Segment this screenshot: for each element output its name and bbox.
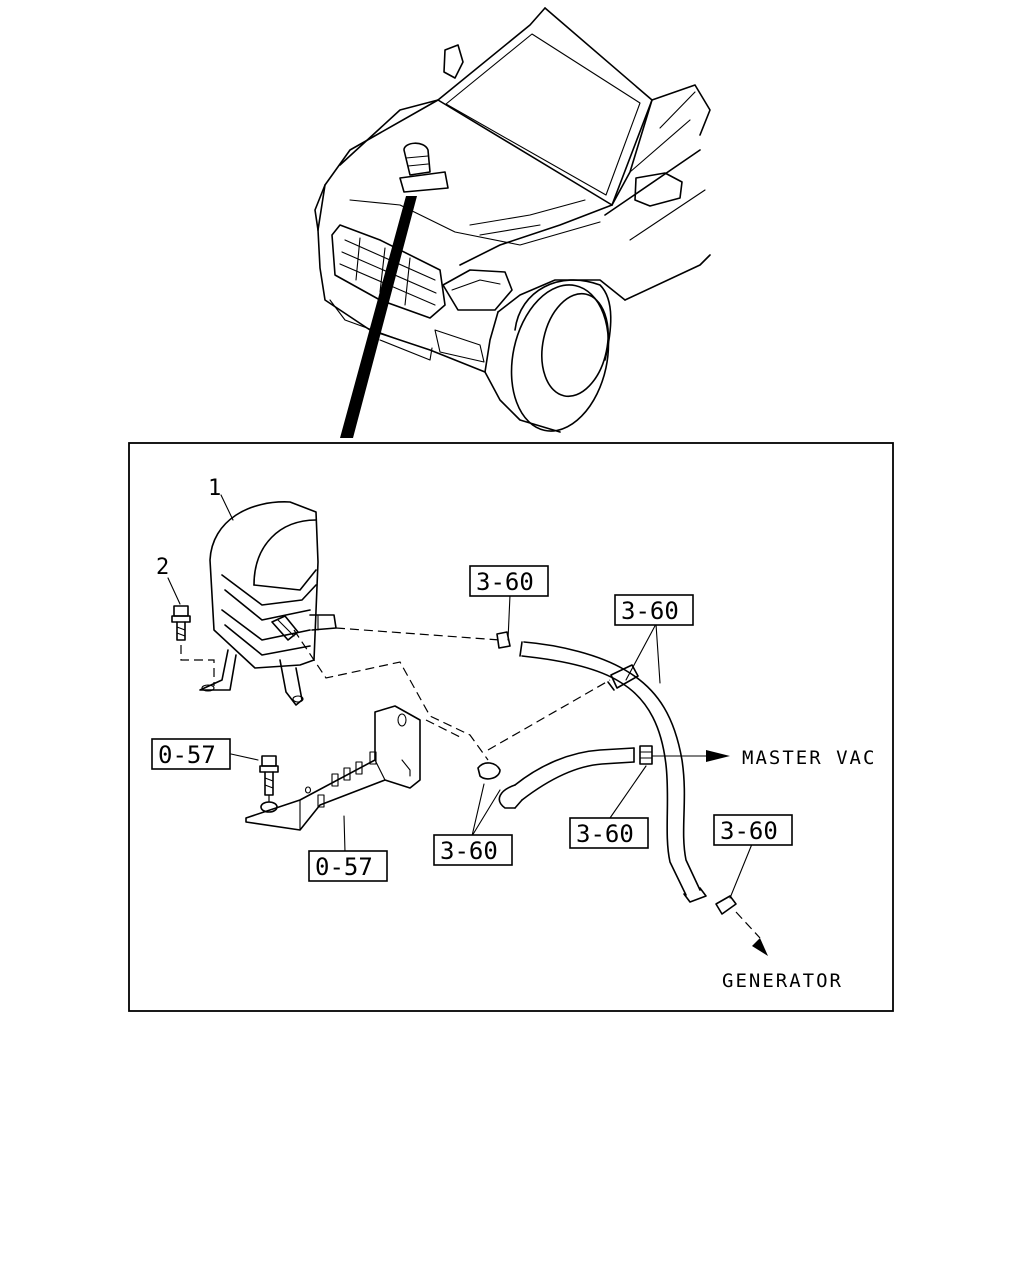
bracket-part [245,705,421,831]
bolt-part-2 [171,605,215,686]
canister-part [199,501,337,706]
arrow-generator [752,938,768,956]
ref-box-bolt: 0-57 [151,738,231,770]
ref-box-clamp-lower: 3-60 [433,834,513,866]
ref-box-pipe-mid: 3-60 [569,817,649,849]
svg-text:3-60: 3-60 [440,837,498,865]
label-generator: GENERATOR [722,970,843,992]
ref-box-hose-right: 3-60 [614,594,694,626]
svg-text:3-60: 3-60 [720,817,778,845]
vehicle-illustration [314,7,711,433]
arrow-master-vac [706,750,730,762]
callout-line-1 [220,494,234,521]
svg-text:0-57: 0-57 [158,741,216,769]
clamp-generator [715,895,737,915]
detail-pointer [340,196,417,438]
ref-box-hose-top: 3-60 [469,565,549,597]
svg-text:3-60: 3-60 [576,820,634,848]
label-master-vac: MASTER VAC [742,747,876,769]
detail-frame [128,442,894,1012]
svg-text:3-60: 3-60 [476,568,534,596]
callout-2: 2 [156,555,169,580]
clamp-top [496,631,511,649]
callout-1: 1 [208,476,221,501]
ref-box-hose-gen: 3-60 [713,814,793,846]
svg-text:0-57: 0-57 [315,853,373,881]
callout-line-2 [167,577,181,605]
svg-text:3-60: 3-60 [621,597,679,625]
ref-box-bracket: 0-57 [308,850,388,882]
bolt-0-57 [259,755,279,813]
pipe-lower [477,745,653,809]
leader-lines [230,623,753,899]
hose-main [519,641,707,903]
